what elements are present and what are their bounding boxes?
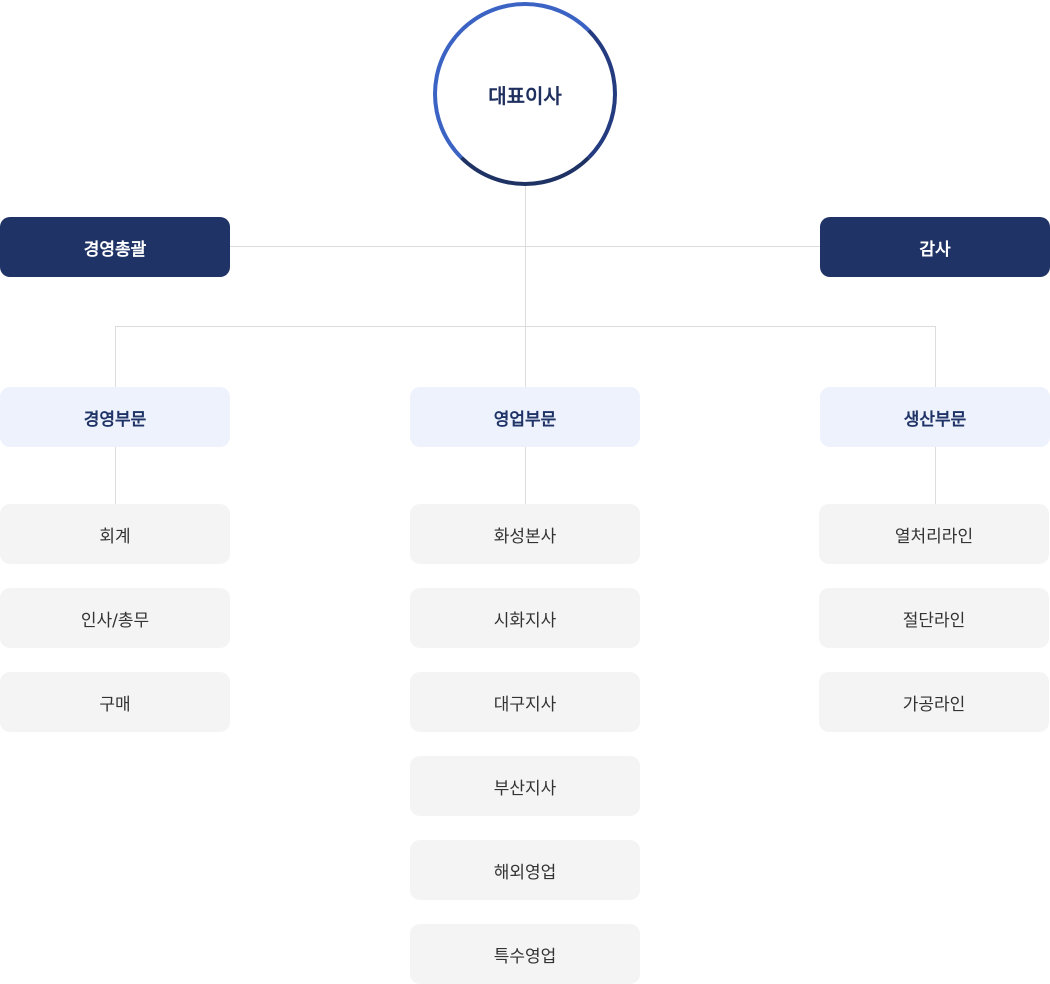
team-node: 가공라인 xyxy=(819,672,1049,732)
team-node: 화성본사 xyxy=(410,504,640,564)
ceo-node: 대표이사 xyxy=(433,2,617,186)
team-node: 대구지사 xyxy=(410,672,640,732)
division-label: 경영부문 xyxy=(83,409,147,430)
team-label: 열처리라인 xyxy=(894,526,974,547)
connector-staff-horizontal xyxy=(230,246,820,247)
team-node: 회계 xyxy=(0,504,230,564)
division-node-sales: 영업부문 xyxy=(410,387,640,447)
division-label: 생산부문 xyxy=(903,409,967,430)
team-label: 구매 xyxy=(99,694,131,715)
team-label: 인사/총무 xyxy=(80,610,150,631)
team-label: 부산지사 xyxy=(493,778,557,799)
team-node: 절단라인 xyxy=(819,588,1049,648)
team-label: 회계 xyxy=(99,526,131,547)
staff-node-audit: 감사 xyxy=(820,217,1050,277)
team-node: 인사/총무 xyxy=(0,588,230,648)
team-label: 절단라인 xyxy=(902,610,966,631)
team-label: 시화지사 xyxy=(493,610,557,631)
team-label: 해외영업 xyxy=(493,862,557,883)
team-node: 열처리라인 xyxy=(819,504,1049,564)
team-label: 가공라인 xyxy=(902,694,966,715)
team-label: 대구지사 xyxy=(493,694,557,715)
team-node: 구매 xyxy=(0,672,230,732)
staff-node-management: 경영총괄 xyxy=(0,217,230,277)
connector-division-right-drop xyxy=(935,326,936,388)
staff-label: 경영총괄 xyxy=(83,239,147,260)
connector-division-1-teams xyxy=(115,447,116,505)
team-node: 해외영업 xyxy=(410,840,640,900)
staff-label: 감사 xyxy=(919,239,951,260)
division-node-production: 생산부문 xyxy=(820,387,1050,447)
connector-division-2-teams xyxy=(525,447,526,505)
team-label: 특수영업 xyxy=(493,946,557,967)
division-label: 영업부문 xyxy=(493,409,557,430)
connector-division-horizontal xyxy=(115,326,936,327)
team-label: 화성본사 xyxy=(493,526,557,547)
team-node: 시화지사 xyxy=(410,588,640,648)
division-node-management: 경영부문 xyxy=(0,387,230,447)
connector-division-left-drop xyxy=(115,326,116,388)
ceo-label: 대표이사 xyxy=(488,83,562,108)
connector-ceo-trunk xyxy=(525,186,526,388)
team-node: 부산지사 xyxy=(410,756,640,816)
connector-division-3-teams xyxy=(935,447,936,505)
team-node: 특수영업 xyxy=(410,924,640,984)
